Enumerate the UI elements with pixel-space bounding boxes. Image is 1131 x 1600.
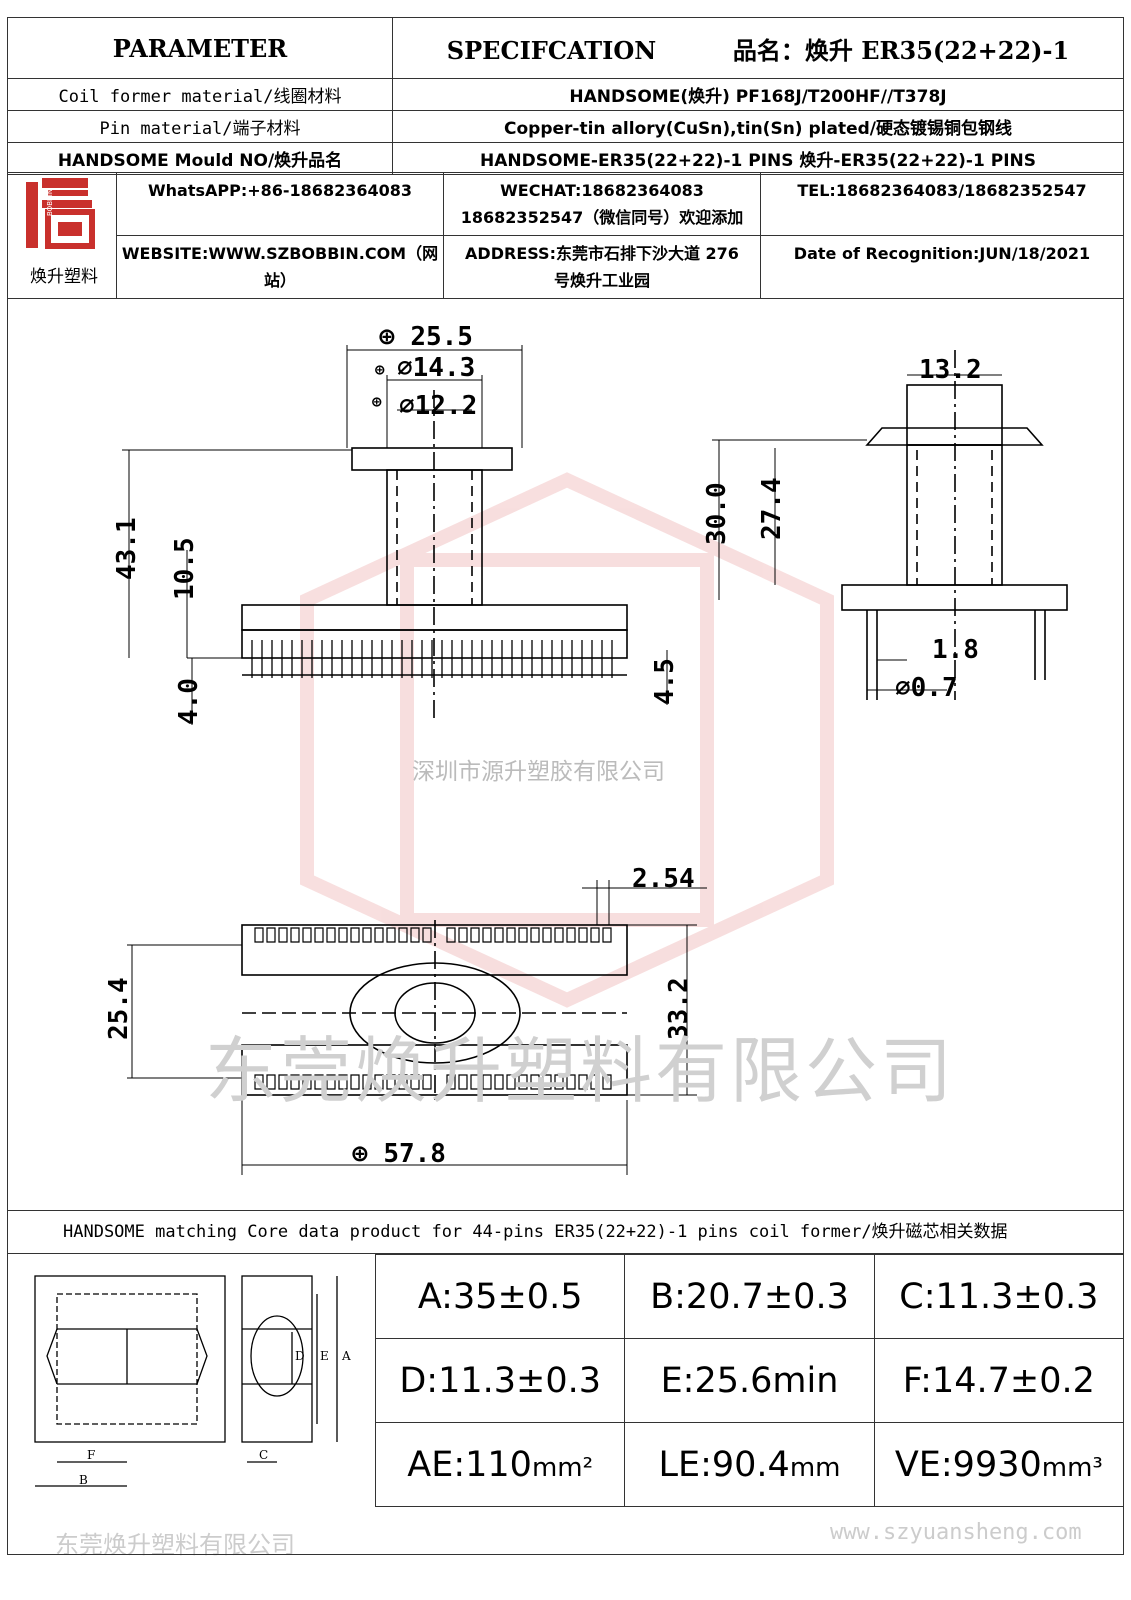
- dim-marker-b: ⊕: [375, 360, 385, 379]
- core-ve: VE:9930mm³: [873, 1422, 1125, 1507]
- watermark-text-2: 东莞焕升塑料有限公司: [205, 1029, 956, 1113]
- core-ae-value: AE:110: [407, 1444, 532, 1485]
- core-d: D:11.3±0.3: [374, 1338, 626, 1423]
- bottom-view: [127, 880, 707, 1175]
- dim-4-5: 4.5: [650, 658, 680, 705]
- mould-no-label: HANDSOME Mould NO/焕升品名: [7, 142, 393, 175]
- core-b: B:20.7±0.3: [624, 1254, 875, 1339]
- dim-33-2: 33.2: [664, 977, 694, 1040]
- core-le-value: LE:90.4: [658, 1444, 790, 1485]
- address: ADDRESS:东莞市石排下沙大道 276 号焕升工业园: [443, 235, 761, 299]
- parameter-heading: PARAMETER: [7, 17, 393, 79]
- svg-text:BOBBIN: BOBBIN: [46, 189, 54, 216]
- core-label-e: E: [320, 1349, 329, 1363]
- core-diagram: D E A F B C: [34, 1275, 351, 1487]
- core-label-b: B: [79, 1473, 88, 1487]
- core-a: A:35±0.5: [374, 1254, 626, 1339]
- wechat-line-2: 18682352547（微信同号）欢迎添加: [460, 208, 744, 227]
- spec-header-table: PARAMETER SPECIFCATION 品名：焕升 ER35(22+22)…: [7, 17, 1124, 175]
- dim-4-0: 4.0: [174, 678, 204, 725]
- core-le-unit: mm: [789, 1452, 841, 1483]
- core-f: F:14.7±0.2: [873, 1338, 1125, 1423]
- watermark-text-1: 深圳市源升塑胶有限公司: [412, 759, 665, 785]
- contact-table: WhatsAPP:+86-18682364083 WECHAT:18682364…: [7, 172, 1124, 299]
- core-label-f: F: [87, 1448, 95, 1462]
- wechat-line-1: WECHAT:18682364083: [500, 181, 704, 200]
- dim-13-2: 13.2: [919, 355, 982, 385]
- website: WEBSITE:WWW.SZBOBBIN.COM（网 站）: [116, 235, 444, 299]
- dim-57-8: ⊕ 57.8: [352, 1139, 446, 1169]
- logo-caption: 焕升塑料: [30, 267, 98, 287]
- specification-label: SPECIFCATION: [446, 35, 657, 65]
- dim-1-8: 1.8: [932, 635, 979, 665]
- core-label-a: A: [341, 1349, 351, 1363]
- dim-25-4: 25.4: [104, 977, 134, 1040]
- dim-43-1: 43.1: [112, 517, 142, 580]
- company-logo: BOBBIN 焕升塑料: [18, 176, 110, 287]
- core-ve-value: VE:9930: [894, 1444, 1042, 1485]
- address-line-2: 号焕升工业园: [553, 271, 650, 290]
- site-watermark: www.szyuansheng.com: [830, 1520, 1082, 1545]
- core-ve-unit: mm³: [1041, 1452, 1103, 1483]
- dim-25-5: ⊕ 25.5: [379, 322, 473, 352]
- watermark-logo: [300, 472, 834, 1008]
- page-frame: [7, 17, 1124, 1555]
- core-values-table: A:35±0.5 B:20.7±0.3 C:11.3±0.3 D:11.3±0.…: [374, 1254, 1125, 1507]
- front-view-pins: [251, 640, 613, 678]
- mould-no-value: HANDSOME-ER35(22+22)-1 PINS 焕升-ER35(22+2…: [392, 142, 1124, 175]
- dim-12-2: ⌀12.2: [399, 391, 477, 421]
- dim-14-3: ⌀14.3: [397, 353, 475, 383]
- bottom-view-pins: [254, 927, 612, 1090]
- core-label-c: C: [259, 1448, 268, 1462]
- recognition-date: Date of Recognition:JUN/18/2021: [760, 235, 1124, 299]
- pin-material-value: Copper-tin allory(CuSn),tin(Sn) plated/硬…: [392, 110, 1124, 143]
- core-e: E:25.6min: [624, 1338, 875, 1423]
- core-c: C:11.3±0.3: [873, 1254, 1125, 1339]
- specification-heading: SPECIFCATION 品名：焕升 ER35(22+22)-1: [392, 17, 1124, 79]
- whatsapp: WhatsAPP:+86-18682364083: [116, 172, 444, 236]
- coil-material-label: Coil former material/线圈材料: [7, 78, 393, 111]
- core-label-d: D: [295, 1349, 305, 1363]
- product-name: 品名：焕升 ER35(22+22)-1: [732, 35, 1070, 65]
- front-view: [122, 345, 668, 725]
- website-line-1: WEBSITE:WWW.SZBOBBIN.COM（网: [121, 244, 439, 263]
- core-ae-unit: mm²: [531, 1452, 594, 1483]
- logo-mark: BOBBIN: [26, 178, 95, 249]
- technical-drawing: ⊕ 25.5 ⊕ ⌀14.3 ⊕ ⌀12.2 43.1 10.5 4.0 4.5…: [104, 322, 1068, 1175]
- core-ae: AE:110mm²: [374, 1422, 626, 1507]
- website-line-2: 站）: [263, 271, 296, 290]
- dim-marker-c: ⊕: [372, 392, 382, 411]
- address-line-1: ADDRESS:东莞市石排下沙大道 276: [465, 244, 739, 263]
- dim-10-5: 10.5: [170, 537, 200, 600]
- dim-2-54: 2.54: [632, 864, 695, 894]
- dim-30-0: 30.0: [702, 482, 732, 545]
- core-le: LE:90.4mm: [624, 1422, 875, 1507]
- dim-0-7: ⌀0.7: [895, 673, 958, 703]
- dimension-labels: ⊕ 25.5 ⊕ ⌀14.3 ⊕ ⌀12.2 43.1 10.5 4.0 4.5…: [104, 322, 982, 1169]
- dim-27-4: 27.4: [757, 477, 787, 540]
- side-view: [712, 350, 1068, 700]
